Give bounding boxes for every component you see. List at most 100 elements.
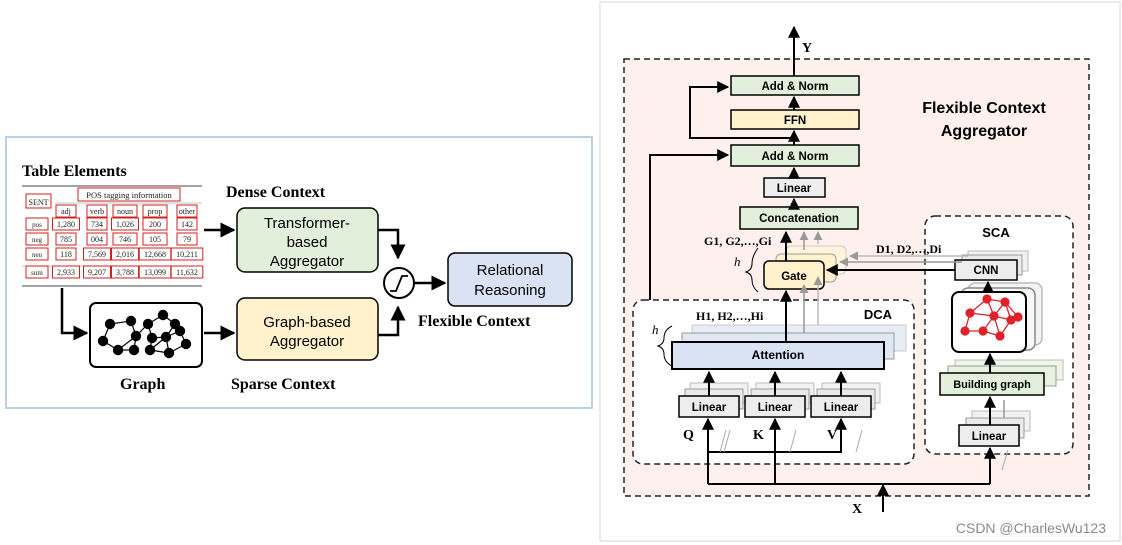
- red-graph-node: [982, 294, 992, 304]
- table-to-graph-arrow: [60, 288, 89, 341]
- cell-box: [55, 232, 77, 246]
- input-label: X: [852, 502, 862, 517]
- graph-node: [160, 331, 172, 343]
- sca-label: SCA: [982, 225, 1010, 240]
- graph-node: [174, 325, 186, 337]
- d-outputs-label: D1, D2,…,Di: [876, 242, 942, 256]
- cell-box: [52, 265, 80, 279]
- table-cell: 10,211: [176, 250, 198, 259]
- cell-box: [176, 232, 198, 246]
- table-cell: 1,280: [57, 220, 75, 229]
- flexible-context-label: Flexible Context: [418, 313, 531, 330]
- linear-k-group: Linear: [744, 370, 815, 418]
- graph-node: [125, 315, 137, 327]
- table-cell: 2,933: [57, 268, 75, 277]
- cnn-label: CNN: [974, 265, 999, 277]
- table-column-header: verb: [90, 207, 104, 216]
- table-cell: 785: [60, 235, 72, 244]
- transformer-aggregator-line1: Transformer-: [264, 215, 350, 232]
- graph-node: [128, 344, 140, 356]
- cell-box: [86, 217, 108, 231]
- table-row-label: sum: [31, 269, 43, 277]
- gate-h-brace: [744, 247, 759, 293]
- building-graph-label: Building graph: [953, 379, 1031, 391]
- k-label: K: [753, 428, 764, 443]
- table-cell: 79: [183, 235, 191, 244]
- gate-h-label: h: [734, 254, 741, 269]
- transformer-aggregator-line2: based: [287, 234, 328, 251]
- cell-box: [25, 265, 49, 279]
- add-norm-top-label: Add & Norm: [761, 81, 828, 93]
- graph-node: [163, 347, 175, 359]
- cell-box: [112, 204, 138, 218]
- h-heads-label: H1, H2,…,Hi: [696, 309, 764, 323]
- table-row-label: pos: [32, 221, 42, 229]
- right-panel: Flexible Context Aggregator Y Add & Norm…: [599, 1, 1121, 542]
- red-graph-node: [995, 331, 1005, 341]
- table-cell: 12,668: [144, 250, 166, 259]
- building-graph-box: [939, 372, 1045, 396]
- linear-q-group: Linear: [678, 370, 749, 418]
- relational-line1: Relational: [477, 262, 544, 279]
- concatenation-label: Concatenation: [759, 213, 839, 225]
- table-column-header: prop: [148, 207, 163, 216]
- cell-box: [112, 232, 138, 246]
- table-cell: 13,099: [144, 268, 166, 277]
- table-cell: 118: [60, 250, 72, 259]
- input-to-v-arrow: [708, 417, 847, 453]
- gate-label: Gate: [781, 271, 807, 283]
- graph-node: [146, 332, 158, 344]
- transformer-to-switch-arrow: [378, 228, 406, 260]
- table-cell: 7,569: [88, 250, 106, 259]
- table-cell: 105: [149, 235, 161, 244]
- attention-h-brace: [656, 325, 673, 367]
- cell-box: [55, 204, 77, 218]
- cell-box: [83, 265, 111, 279]
- left-panel: Table Elements SENT POS tagging informat…: [5, 136, 593, 409]
- red-graph-node: [978, 326, 988, 336]
- cell-box: [83, 247, 111, 261]
- graph-node: [157, 309, 169, 321]
- cell-box: [77, 187, 181, 202]
- table-cell: 142: [181, 220, 193, 229]
- cell-box: [25, 217, 49, 231]
- cell-box: [25, 247, 49, 261]
- linear-v-label: Linear: [824, 402, 859, 414]
- red-graph-node: [960, 326, 970, 336]
- sparse-context-label: Sparse Context: [231, 376, 336, 393]
- graph-node: [142, 318, 154, 330]
- graph-node: [112, 344, 124, 356]
- transformer-aggregator-line3: Aggregator: [270, 253, 344, 270]
- cell-box: [170, 265, 204, 279]
- table-cell: 746: [119, 235, 131, 244]
- table-row-label: neu: [32, 251, 43, 259]
- output-label: Y: [802, 41, 812, 56]
- table-column-header: adj: [61, 207, 71, 216]
- cell-box: [176, 204, 198, 218]
- attention-box: [671, 341, 885, 370]
- cell-box: [142, 232, 168, 246]
- linear-k-label: Linear: [758, 402, 793, 414]
- cell-box: [86, 232, 108, 246]
- graph-node: [180, 338, 192, 350]
- cell-box: [52, 217, 80, 231]
- table-cell: 1,026: [116, 220, 134, 229]
- table-cell: 004: [91, 235, 103, 244]
- switch-glyph: [390, 275, 408, 292]
- table-header-pos: POS tagging information: [86, 190, 172, 200]
- watermark: CSDN @CharlesWu123: [956, 520, 1106, 536]
- linear-v-group: Linear: [810, 370, 881, 418]
- graph-box: [89, 302, 203, 368]
- fca-title-line2: Aggregator: [941, 123, 1027, 140]
- table-cell: 11,632: [176, 268, 198, 277]
- transformer-aggregator-box: [236, 207, 379, 273]
- dca-label: DCA: [864, 307, 893, 322]
- fca-title-line1: Flexible Context: [922, 100, 1046, 117]
- attention-h-label: h: [652, 322, 659, 337]
- table-cell: 734: [91, 220, 103, 229]
- graph-aggregator-line2: Aggregator: [270, 333, 344, 350]
- graph-node: [104, 318, 116, 330]
